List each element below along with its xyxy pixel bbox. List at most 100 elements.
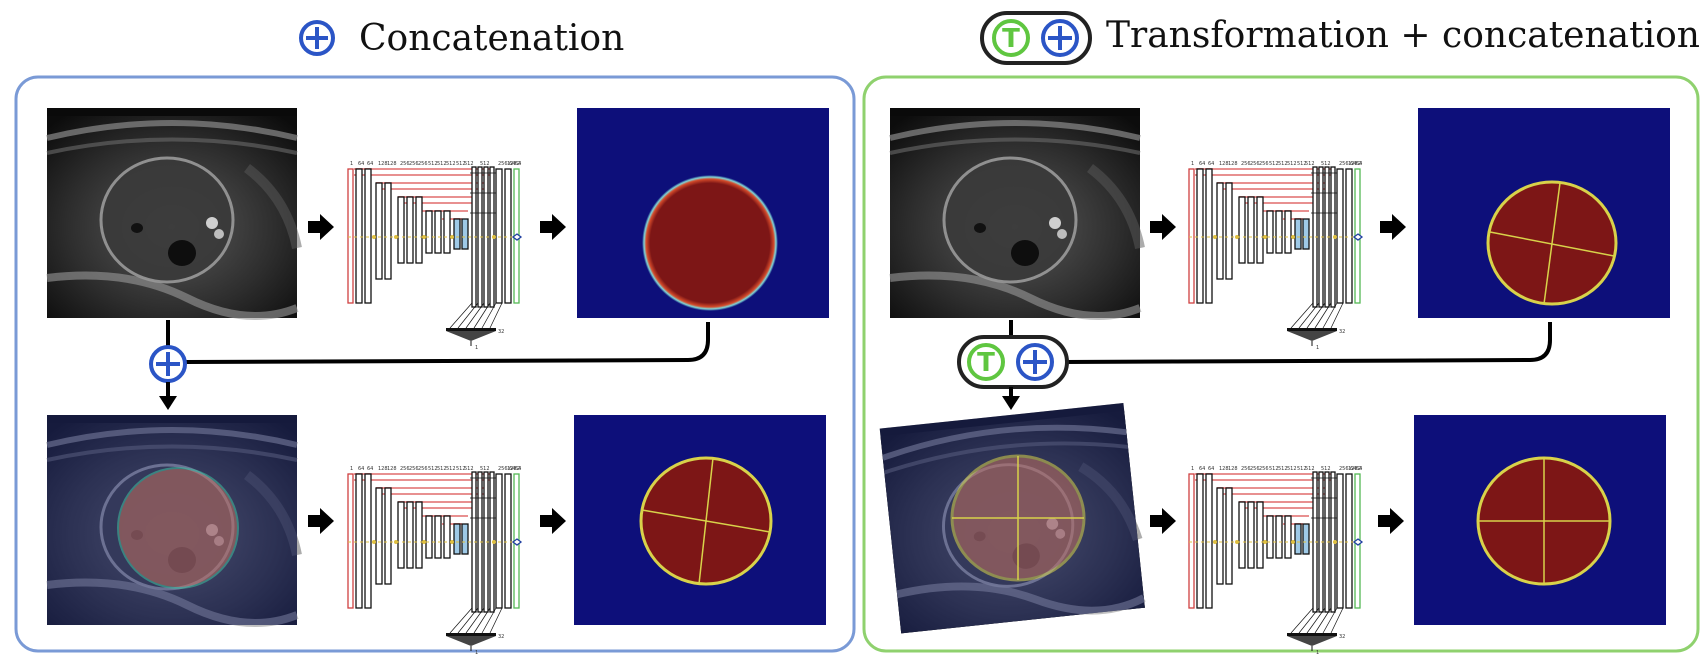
unet-channel-label: 64 <box>1356 466 1362 472</box>
unet-channel-label: 64 <box>509 161 515 167</box>
left-arrow-2 <box>540 214 566 240</box>
unet-channel-label: 256 <box>418 466 428 472</box>
unet-channel-label: 128 <box>387 161 397 167</box>
unet-channel-label: 1 <box>1191 466 1194 472</box>
unet-channel-label: 64 <box>509 466 515 472</box>
unet-channel-label: 256 <box>498 161 508 167</box>
unet-channel-label: 512 <box>1287 466 1297 472</box>
left-unet-1 <box>347 166 523 347</box>
left-overlay-input <box>47 415 297 625</box>
unet-channel-label: 512 <box>480 161 490 167</box>
left-down-arrow <box>159 396 177 410</box>
unet-channel-label: 128 <box>378 466 388 472</box>
unet-channel-label: 512 <box>1305 466 1315 472</box>
unet-channel-label: 64 <box>1350 161 1356 167</box>
unet-channel-label: 2 <box>517 161 520 167</box>
unet-channel-label: 256 <box>1250 161 1260 167</box>
unet-channel-label: 512 <box>464 161 474 167</box>
right-panel-title: Transformation + concatenation <box>1106 15 1700 56</box>
transform-concat-pill-icon: T <box>980 11 1092 65</box>
transform-glyph-text: T <box>1002 24 1020 54</box>
unet-channel-label: 64 <box>1208 161 1214 167</box>
unet-channel-label: 512 <box>464 466 474 472</box>
concat-symbol-icon <box>299 20 335 56</box>
unet-channel-label: 128 <box>1228 466 1238 472</box>
unet-channel-label: 256 <box>1339 161 1349 167</box>
left-arrow-3 <box>308 508 334 534</box>
right-arrow-3 <box>1150 508 1176 534</box>
unet-channel-label: 64 <box>367 161 373 167</box>
unet-channel-label: 1 <box>350 466 353 472</box>
unet-channel-label: 64 <box>515 466 521 472</box>
left-arrow-1 <box>308 214 334 240</box>
unet-channel-label: 512 <box>456 466 466 472</box>
right-arrow-1 <box>1150 214 1176 240</box>
unet-channel-label: 512 <box>456 161 466 167</box>
unet-head-label: 32 <box>1339 634 1345 640</box>
left-title-group: Concatenation <box>299 18 624 59</box>
right-panel-frame <box>862 75 1700 653</box>
unet-channel-label: 512 <box>428 161 438 167</box>
unet-channel-label: 512 <box>1287 161 1297 167</box>
unet-channel-label: 128 <box>507 161 517 167</box>
unet-channel-label: 512 <box>437 161 447 167</box>
unet-channel-label: 512 <box>1297 161 1307 167</box>
unet-head-label: 32 <box>498 329 504 335</box>
left-connector-mask <box>185 322 710 364</box>
unet-channel-label: 256 <box>498 466 508 472</box>
unet-channel-label: 256 <box>418 161 428 167</box>
unet-channel-label: 128 <box>1348 161 1358 167</box>
right-arrow-4 <box>1378 508 1404 534</box>
unet-channel-label: 256 <box>1241 466 1251 472</box>
unet-channel-label: 64 <box>1199 466 1205 472</box>
unet-aux-label: 1 <box>475 345 478 351</box>
unet-channel-label: 64 <box>515 161 521 167</box>
right-unet-1 <box>1188 166 1364 347</box>
unet-channel-label: 128 <box>507 466 517 472</box>
unet-channel-label: 128 <box>387 466 397 472</box>
right-transformed-overlay-input <box>880 403 1145 633</box>
unet-channel-label: 1 <box>1191 161 1194 167</box>
unet-channel-label: 128 <box>1228 161 1238 167</box>
unet-aux-label: 1 <box>1316 345 1319 351</box>
unet-channel-label: 512 <box>1269 466 1279 472</box>
right-transform-concat-node-icon: T <box>957 335 1069 389</box>
unet-channel-label: 512 <box>480 466 490 472</box>
unet-channel-label: 512 <box>1305 161 1315 167</box>
unet-channel-label: 256 <box>1250 466 1260 472</box>
unet-channel-label: 2 <box>1358 161 1361 167</box>
right-ultrasound-input <box>890 108 1140 318</box>
unet-channel-label: 256 <box>400 161 410 167</box>
left-arrow-4 <box>540 508 566 534</box>
unet-head-label: 32 <box>498 634 504 640</box>
right-title-group: T Transformation + concatenation <box>980 11 1700 65</box>
unet-channel-label: 64 <box>358 161 364 167</box>
unet-channel-label: 512 <box>446 466 456 472</box>
right-unet-2 <box>1188 471 1364 652</box>
unet-channel-label: 128 <box>378 161 388 167</box>
right-connector-mask <box>1062 322 1552 364</box>
unet-channel-label: 128 <box>1219 466 1229 472</box>
unet-channel-label: 256 <box>1339 466 1349 472</box>
unet-channel-label: 128 <box>1348 466 1358 472</box>
unet-channel-label: 512 <box>1321 161 1331 167</box>
unet-channel-label: 256 <box>409 161 419 167</box>
left-ultrasound-input <box>47 108 297 318</box>
unet-channel-label: 256 <box>1259 466 1269 472</box>
unet-channel-label: 64 <box>1356 161 1362 167</box>
unet-channel-label: 64 <box>1350 466 1356 472</box>
unet-channel-label: 64 <box>367 466 373 472</box>
unet-channel-label: 64 <box>1208 466 1214 472</box>
right-down-arrow <box>1002 396 1020 410</box>
unet-channel-label: 2 <box>1358 466 1361 472</box>
left-concat-node-icon <box>149 345 187 383</box>
left-contour-output <box>574 415 826 625</box>
right-contour-output-2 <box>1414 415 1666 625</box>
transform-node-glyph: T <box>977 348 995 378</box>
unet-channel-label: 512 <box>437 466 447 472</box>
unet-channel-label: 512 <box>1278 161 1288 167</box>
unet-channel-label: 128 <box>1219 161 1229 167</box>
right-contour-output-1 <box>1418 108 1670 318</box>
left-soft-mask-output <box>577 108 829 318</box>
